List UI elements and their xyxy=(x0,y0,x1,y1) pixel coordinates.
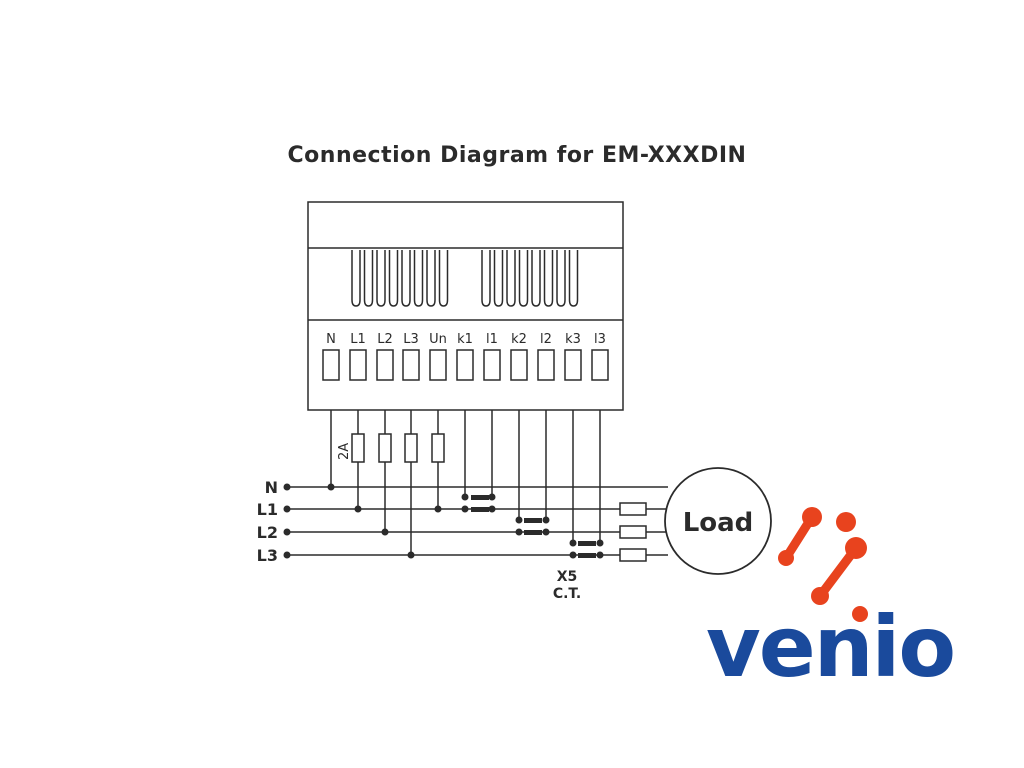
junction-dot-21 xyxy=(596,551,604,559)
terminal-label-k2: k2 xyxy=(511,332,527,347)
line-label-l1: L1 xyxy=(257,500,278,519)
terminal-screw-l2 xyxy=(376,349,394,381)
line-label-l2: L2 xyxy=(257,523,278,542)
ct2-lower xyxy=(524,530,542,535)
vent-slot-15 xyxy=(556,250,566,307)
junction-dot-8 xyxy=(407,551,415,559)
inline-fuse-2 xyxy=(378,433,392,463)
vent-slot-1 xyxy=(351,250,361,307)
junction-dot-7 xyxy=(381,528,389,536)
vent-slot-11 xyxy=(506,250,516,307)
junction-dot-10 xyxy=(461,493,469,501)
ct-sub-label: C.T. xyxy=(553,586,581,602)
load-fuse-l2 xyxy=(619,525,647,539)
logo-dot-3 xyxy=(778,550,794,566)
junction-dot-2 xyxy=(283,505,291,513)
terminal-label-k1: k1 xyxy=(457,332,473,347)
vent-slot-12 xyxy=(518,250,529,307)
logo-dot-4 xyxy=(845,537,867,559)
load-fuses xyxy=(619,502,647,562)
junction-dot-9 xyxy=(434,505,442,513)
junction-dot-18 xyxy=(569,539,577,547)
terminal-screw-n xyxy=(322,349,340,381)
terminal-screw-l2 xyxy=(537,349,555,381)
junction-dot-11 xyxy=(488,493,496,501)
current-transformers xyxy=(471,495,596,558)
vent-slot-7 xyxy=(426,250,436,307)
terminal-label-n: N xyxy=(326,332,336,347)
terminal-label-l2: L2 xyxy=(377,332,393,347)
terminal-screw-l1 xyxy=(349,349,367,381)
terminal-screw-k1 xyxy=(456,349,474,381)
junction-dot-1 xyxy=(283,483,291,491)
logo-dot-1 xyxy=(802,507,822,527)
terminal-label-l1: L1 xyxy=(350,332,366,347)
ct1-upper xyxy=(471,495,489,500)
logo-dot-6 xyxy=(852,606,868,622)
terminal-screw-l3 xyxy=(402,349,420,381)
line-label-n: N xyxy=(265,478,278,497)
ct3-lower xyxy=(578,553,596,558)
ct-label: X5 xyxy=(557,569,578,585)
terminal-block: N L1 L2 L3 Un k1 l1 k2 l2 k3 l3 xyxy=(322,332,609,381)
vent-slot-10 xyxy=(493,250,504,307)
load-fuse-l3 xyxy=(619,548,647,562)
diagram-title: Connection Diagram for EM-XXXDIN xyxy=(287,143,747,168)
inline-fuse-1 xyxy=(351,433,365,463)
junction-dot-16 xyxy=(515,528,523,536)
junction-dot-4 xyxy=(283,551,291,559)
junction-dot-20 xyxy=(569,551,577,559)
vent-slot-6 xyxy=(413,250,424,307)
vent-slots xyxy=(351,250,579,307)
junction-dot-13 xyxy=(488,505,496,513)
vent-slot-2 xyxy=(363,250,374,307)
load-label: Load xyxy=(683,508,754,538)
junction-dot-14 xyxy=(515,516,523,524)
terminal-screw-l1 xyxy=(483,349,501,381)
vent-slot-9 xyxy=(481,250,491,307)
vent-slot-16 xyxy=(568,250,579,307)
ct2-upper xyxy=(524,518,542,523)
load-fuse-l1 xyxy=(619,502,647,516)
junction-dot-15 xyxy=(542,516,550,524)
terminal-label-k3: k3 xyxy=(565,332,581,347)
terminal-label-un: Un xyxy=(429,332,447,347)
terminal-screw-un xyxy=(429,349,447,381)
junction-dot-6 xyxy=(354,505,362,513)
junction-dots xyxy=(283,483,604,559)
logo-dot-5 xyxy=(811,587,829,605)
junction-dot-3 xyxy=(283,528,291,536)
inline-fuse-3 xyxy=(404,433,418,463)
logo-dot-2 xyxy=(836,512,856,532)
terminal-label-l1: l1 xyxy=(486,332,498,347)
vent-slot-5 xyxy=(401,250,411,307)
junction-dot-17 xyxy=(542,528,550,536)
brand-logo-mark xyxy=(778,507,868,622)
inline-fuse-4 xyxy=(431,433,445,463)
junction-dot-5 xyxy=(327,483,335,491)
terminal-screw-k2 xyxy=(510,349,528,381)
load-circle xyxy=(664,467,772,575)
terminal-label-l3: l3 xyxy=(594,332,606,347)
terminal-label-l2: l2 xyxy=(540,332,552,347)
terminal-label-l3: L3 xyxy=(403,332,419,347)
fuse-rating-label: 2A xyxy=(337,443,352,460)
terminal-screw-k3 xyxy=(564,349,582,381)
ct3-upper xyxy=(578,541,596,546)
terminal-screw-l3 xyxy=(591,349,609,381)
vertical-wires xyxy=(330,410,601,555)
junction-dot-12 xyxy=(461,505,469,513)
vent-slot-4 xyxy=(388,250,399,307)
brand-wordmark: venio xyxy=(706,598,954,696)
ct1-lower xyxy=(471,507,489,512)
vent-slot-14 xyxy=(543,250,554,307)
vent-slot-13 xyxy=(531,250,541,307)
vent-slot-8 xyxy=(438,250,449,307)
line-label-l3: L3 xyxy=(257,546,278,565)
vent-slot-3 xyxy=(376,250,386,307)
junction-dot-19 xyxy=(596,539,604,547)
